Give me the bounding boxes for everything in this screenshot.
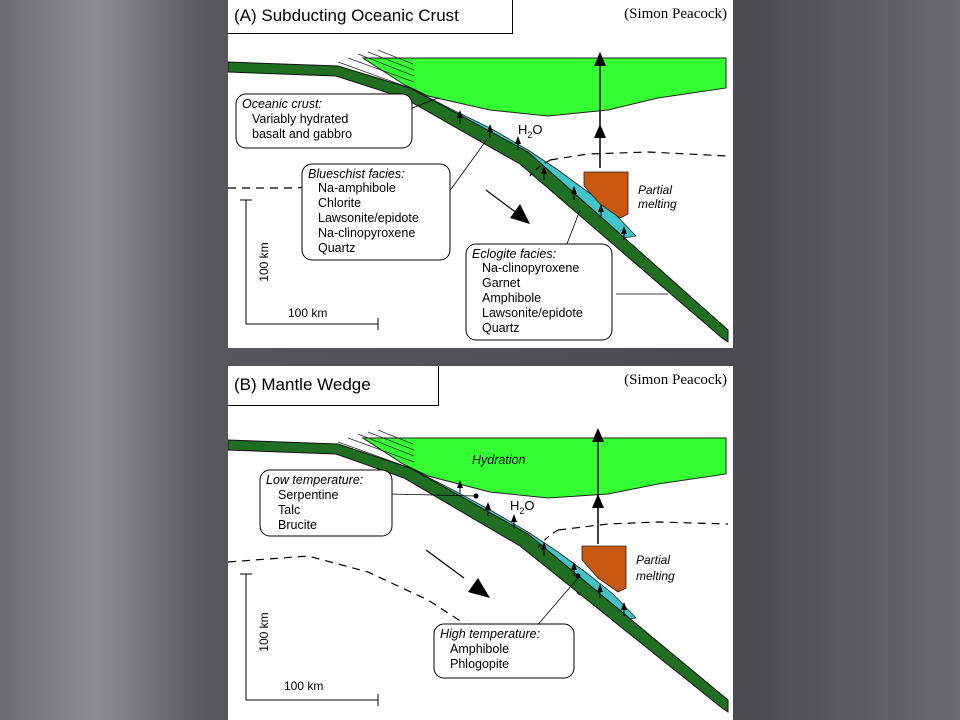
high-temperature-box bbox=[433, 623, 575, 679]
dashed-line-right bbox=[557, 521, 729, 531]
low-temperature-text: Low temperature: Serpentine Talc Brucite bbox=[266, 473, 367, 532]
partial-melt-body bbox=[581, 545, 627, 593]
dashed-curve bbox=[537, 529, 559, 549]
h2o-label: H2O bbox=[510, 498, 535, 516]
dashed-curve bbox=[529, 159, 551, 177]
panel-a-credit: (Simon Peacock) bbox=[624, 6, 727, 22]
oceanic-crust-text: Oceanic crust: Variably hydrated basalt … bbox=[242, 97, 352, 141]
eclogite-facies-text: Eclogite facies: Na-clinopyroxene Garnet… bbox=[472, 247, 586, 335]
panel-b-title: (B) Mantle Wedge bbox=[228, 366, 439, 406]
oceanic-crust-box bbox=[235, 93, 413, 149]
up-arrow-head-top bbox=[594, 52, 606, 66]
blueschist-facies-box bbox=[301, 163, 451, 261]
subduction-direction-arrow bbox=[468, 578, 490, 598]
crust-layer-lines bbox=[337, 49, 415, 89]
overriding-crust bbox=[361, 437, 727, 499]
fluid-arrows bbox=[457, 480, 627, 616]
panel-b-credit: (Simon Peacock) bbox=[624, 372, 727, 388]
subducting-slab bbox=[228, 439, 729, 713]
overriding-crust bbox=[361, 57, 727, 117]
low-temperature-box bbox=[259, 469, 393, 537]
h2o-label: H2O bbox=[518, 122, 543, 140]
subduction-direction-arrow bbox=[510, 204, 530, 224]
panel-a-title: (A) Subducting Oceanic Crust bbox=[228, 0, 513, 34]
scale-bars bbox=[240, 573, 379, 706]
high-temperature-text: High temperature: Amphibole Phlogopite bbox=[440, 627, 544, 671]
hydration-label: Hydration bbox=[472, 453, 526, 467]
blueschist-facies-text: Blueschist facies: Na-amphibole Chlorite… bbox=[308, 167, 422, 255]
scale-horizontal-label: 100 km bbox=[288, 306, 327, 320]
up-arrow-head-mid bbox=[594, 124, 606, 138]
eclogite-facies-box bbox=[465, 243, 613, 341]
partial-melt-body bbox=[583, 171, 629, 219]
dashed-line-right bbox=[549, 151, 729, 161]
crust-layer-lines bbox=[337, 429, 415, 469]
fluid-arrows bbox=[457, 110, 627, 240]
scale-horizontal-label: 100 km bbox=[284, 679, 323, 693]
up-arrow-head-top bbox=[592, 428, 604, 442]
subducting-slab bbox=[228, 61, 729, 343]
scale-vertical-label: 100 km bbox=[257, 612, 271, 651]
dashed-line-left bbox=[228, 555, 469, 627]
scale-bars bbox=[240, 199, 379, 330]
up-arrow-head-mid bbox=[592, 494, 604, 508]
scale-vertical-label: 100 km bbox=[257, 242, 271, 281]
